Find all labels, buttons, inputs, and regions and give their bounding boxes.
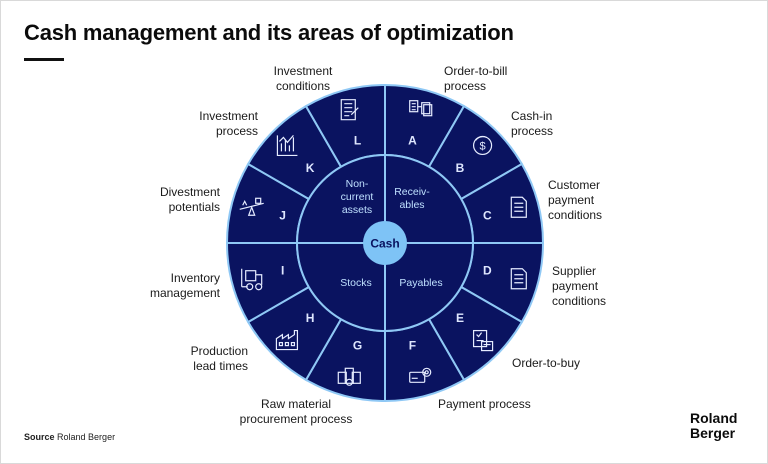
document-icon (510, 268, 527, 290)
source-note: Source Roland Berger (24, 432, 115, 442)
documents-icon (409, 100, 433, 117)
card-gear-icon (409, 367, 432, 383)
source-text: Roland Berger (57, 432, 116, 442)
factory-icon (275, 329, 299, 351)
bar-chart-icon (276, 135, 298, 157)
source-prefix: Source (24, 432, 55, 442)
quadrant-stocks: Stocks (340, 277, 372, 289)
segment-letter-l: L (354, 134, 361, 148)
seesaw-icon (239, 197, 264, 216)
page-title: Cash management and its areas of optimiz… (24, 20, 514, 45)
segment-letter-k: K (306, 161, 315, 175)
materials-icon (337, 367, 361, 386)
checklist-icon (472, 329, 494, 352)
segment-letter-j: J (279, 209, 286, 223)
segment-letter-i: I (281, 263, 284, 277)
dollar-coin-icon: $ (472, 135, 493, 156)
cash-center-circle (363, 221, 407, 265)
segment-letter-e: E (456, 311, 464, 325)
segment-letter-a: A (408, 134, 417, 148)
quadrant-payables: Payables (399, 277, 442, 289)
svg-text:$: $ (480, 140, 486, 152)
title-underline (24, 58, 64, 61)
segment-label-order-to-buy: Order-to-buy (512, 356, 581, 370)
segment-letter-c: C (483, 209, 492, 223)
contract-icon (340, 99, 359, 121)
document-icon (510, 196, 527, 218)
quadrant-receivables: Receiv-ables (394, 186, 430, 211)
segment-letter-h: H (306, 311, 315, 325)
segment-letter-f: F (409, 338, 416, 352)
segment-label-payment-process: Payment process (438, 397, 531, 411)
segment-letter-g: G (353, 338, 362, 352)
forklift-icon (241, 268, 263, 291)
cash-center-label: Cash (370, 237, 399, 251)
segment-letter-d: D (483, 263, 492, 277)
segment-letter-b: B (456, 161, 465, 175)
